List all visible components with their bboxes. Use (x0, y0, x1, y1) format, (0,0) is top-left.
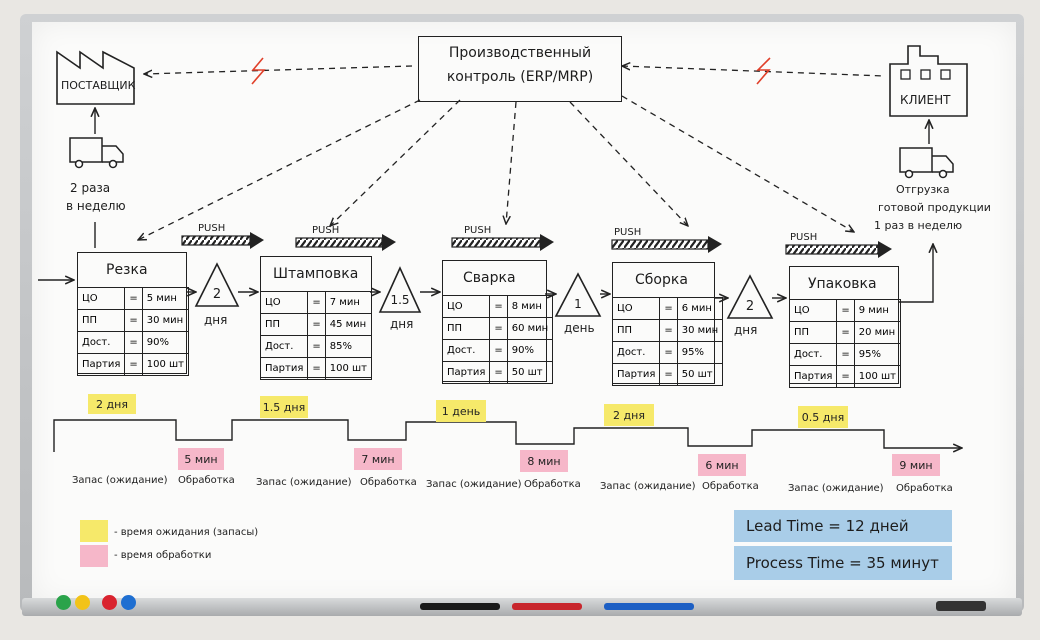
proc-sticky-4: 6 мин (698, 454, 746, 476)
wait-sticky-1: 2 дня (88, 394, 136, 414)
supplier-factory-icon (57, 52, 134, 104)
process-data-table: ЦО=9 мин ПП=20 мин Дост.=95% Партия=100 … (789, 299, 901, 388)
process-time-sticky: Process Time = 35 минут (734, 546, 952, 580)
proc-label-5: Обработка (896, 484, 953, 494)
inventory-unit-4: дня (734, 324, 757, 336)
proc-label-2: Обработка (360, 478, 417, 488)
proc-sticky-2: 7 мин (354, 448, 402, 470)
eraser (936, 601, 986, 611)
client-shipment-line2: готовой продукции (878, 202, 991, 213)
control-title-line2: контроль (ERP/MRP) (430, 70, 610, 84)
process-data-table: ЦО=7 мин ПП=45 мин Дост.=85% Партия=100 … (260, 291, 372, 380)
process-box-assembly: Сборка ЦО=6 мин ПП=30 мин Дост.=95% Парт… (612, 262, 715, 384)
legend-proc-text: - время обработки (114, 551, 211, 561)
magnet-blue (121, 595, 136, 610)
supplier-delivery-line2: в неделю (66, 200, 126, 212)
wait-sticky-4: 2 дня (604, 404, 654, 426)
process-name: Упаковка (808, 277, 877, 291)
process-name: Сборка (635, 273, 688, 287)
process-box-stamping: Штамповка ЦО=7 мин ПП=45 мин Дост.=85% П… (260, 256, 372, 378)
process-data-table: ЦО=8 мин ПП=60 мин Дост.=90% Партия=50 ш… (442, 295, 553, 384)
push-label-2: PUSH (312, 226, 339, 236)
proc-sticky-1: 5 мин (178, 448, 224, 470)
inventory-value-4: 2 (742, 300, 758, 313)
wait-sticky-5: 0.5 дня (798, 406, 848, 428)
proc-label-4: Обработка (702, 482, 759, 492)
client-label: КЛИЕНТ (900, 94, 950, 106)
legend-wait-text: - время ожидания (запасы) (114, 528, 258, 538)
control-title-line1: Производственный (430, 46, 610, 60)
client-shipment-line1: Отгрузка (896, 184, 950, 195)
supplier-delivery-line1: 2 раза (70, 182, 110, 194)
legend-yellow-swatch (80, 520, 108, 542)
process-box-cutting: Резка ЦО=5 мин ПП=30 мин Дост.=90% Парти… (77, 252, 187, 374)
supplier-label: ПОСТАВЩИК (61, 80, 135, 91)
push-label-3: PUSH (464, 226, 491, 236)
marker-black (420, 603, 500, 610)
inventory-unit-2: дня (390, 318, 413, 330)
inventory-value-2: 1.5 (390, 294, 410, 306)
process-box-welding: Сварка ЦО=8 мин ПП=60 мин Дост.=90% Парт… (442, 260, 547, 382)
inventory-value-3: 1 (570, 298, 586, 310)
wait-label-1: Запас (ожидание) (72, 476, 168, 486)
wait-sticky-2: 1.5 дня (260, 396, 308, 418)
wait-label-3: Запас (ожидание) (426, 480, 522, 490)
marker-red (512, 603, 582, 610)
process-name: Резка (106, 263, 148, 277)
wait-sticky-3: 1 день (436, 400, 486, 422)
legend-pink-swatch (80, 545, 108, 567)
inventory-value-1: 2 (208, 288, 226, 301)
lead-time-sticky: Lead Time = 12 дней (734, 510, 952, 542)
push-label-4: PUSH (614, 228, 641, 238)
wait-label-2: Запас (ожидание) (256, 478, 352, 488)
push-arrows (182, 232, 892, 258)
client-shipment-line3: 1 раз в неделю (874, 220, 962, 231)
process-name: Штамповка (273, 267, 358, 281)
push-label-1: PUSH (198, 224, 225, 234)
inventory-unit-1: дня (204, 314, 227, 326)
wait-label-4: Запас (ожидание) (600, 482, 696, 492)
client-truck-icon (900, 148, 953, 178)
magnet-green (56, 595, 71, 610)
magnet-yellow (75, 595, 90, 610)
marker-blue (604, 603, 694, 610)
proc-label-3: Обработка (524, 480, 581, 490)
process-box-packaging: Упаковка ЦО=9 мин ПП=20 мин Дост.=95% Па… (789, 266, 899, 384)
process-name: Сварка (463, 271, 516, 285)
magnet-red (102, 595, 117, 610)
proc-sticky-5: 9 мин (892, 454, 940, 476)
inventory-unit-3: день (564, 322, 595, 334)
process-data-table: ЦО=5 мин ПП=30 мин Дост.=90% Партия=100 … (77, 287, 189, 376)
wait-label-5: Запас (ожидание) (788, 484, 884, 494)
proc-label-1: Обработка (178, 476, 235, 486)
proc-sticky-3: 8 мин (520, 450, 568, 472)
supplier-truck-icon (70, 138, 123, 168)
push-label-5: PUSH (790, 233, 817, 243)
process-data-table: ЦО=6 мин ПП=30 мин Дост.=95% Партия=50 ш… (612, 297, 723, 386)
